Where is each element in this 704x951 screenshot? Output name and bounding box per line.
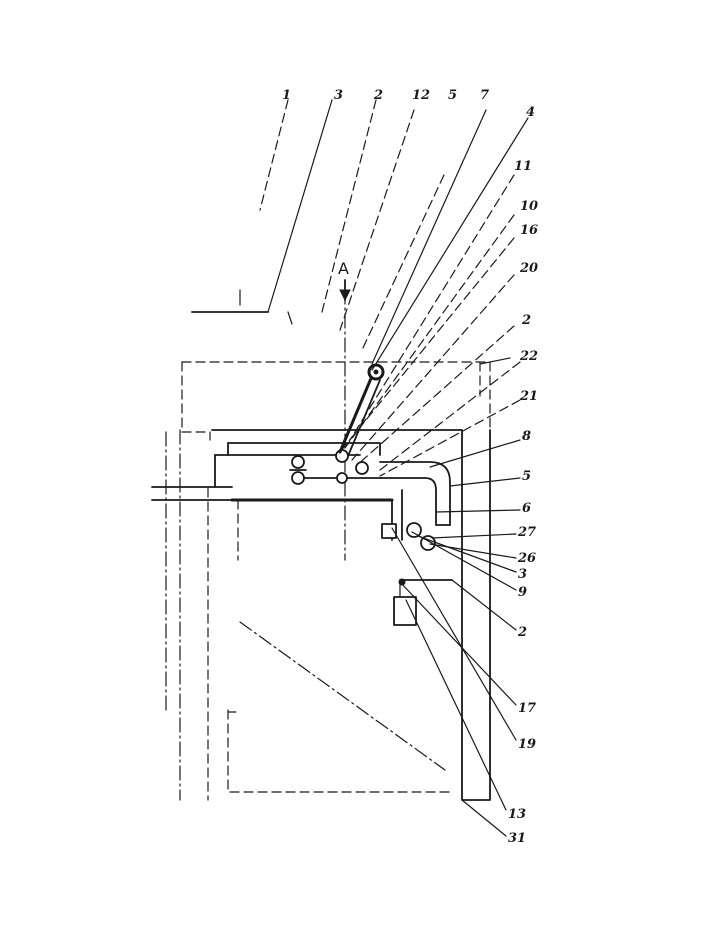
pump-body bbox=[406, 522, 422, 538]
label-right-20: 31 bbox=[508, 831, 526, 846]
label-right-3: 10 bbox=[520, 199, 538, 214]
label-top-2: 3 bbox=[334, 88, 343, 103]
right-labels: 4 11 10 16 20 2 22 21 8 5 6 27 26 3 9 2 … bbox=[508, 105, 538, 846]
label-right-13: 26 bbox=[517, 551, 536, 566]
label-right-8: 21 bbox=[519, 389, 538, 404]
label-top-4: 12 bbox=[412, 88, 430, 103]
label-right-11: 6 bbox=[522, 501, 531, 516]
fittings bbox=[289, 363, 436, 626]
top-leaders bbox=[259, 99, 487, 365]
label-right-18: 19 bbox=[518, 737, 536, 752]
label-top-6: 7 bbox=[480, 88, 489, 103]
valve-right bbox=[355, 461, 369, 475]
label-right-4: 16 bbox=[520, 223, 538, 238]
label-right-7: 22 bbox=[519, 349, 538, 364]
label-right-5: 20 bbox=[519, 261, 538, 276]
pump-flange bbox=[381, 523, 397, 539]
right-leaders bbox=[339, 117, 529, 837]
label-right-12: 27 bbox=[517, 525, 536, 540]
section-marker-label: A bbox=[338, 259, 349, 278]
header-bar bbox=[191, 289, 293, 325]
label-top-1: 1 bbox=[282, 88, 291, 103]
valve-left-lower bbox=[291, 471, 305, 485]
small-valve bbox=[398, 578, 406, 586]
valve-left-upper bbox=[291, 455, 305, 469]
top-labels: 1 3 2 12 5 7 bbox=[282, 88, 489, 103]
label-right-6: 2 bbox=[521, 313, 531, 328]
label-top-3: 2 bbox=[373, 88, 383, 103]
valve-center-lower bbox=[336, 472, 348, 484]
label-right-14: 3 bbox=[518, 567, 527, 582]
valve-center-upper bbox=[335, 449, 349, 463]
label-right-15: 9 bbox=[518, 585, 527, 600]
label-right-1: 4 bbox=[526, 105, 535, 120]
label-right-9: 8 bbox=[522, 429, 531, 444]
label-top-5: 5 bbox=[448, 88, 457, 103]
section-marker: A bbox=[338, 259, 351, 302]
label-right-16: 2 bbox=[517, 625, 527, 640]
label-right-19: 13 bbox=[508, 807, 526, 822]
label-right-2: 11 bbox=[514, 159, 532, 174]
control-box bbox=[393, 596, 417, 626]
label-right-10: 5 bbox=[522, 469, 531, 484]
label-right-17: 17 bbox=[518, 701, 536, 716]
